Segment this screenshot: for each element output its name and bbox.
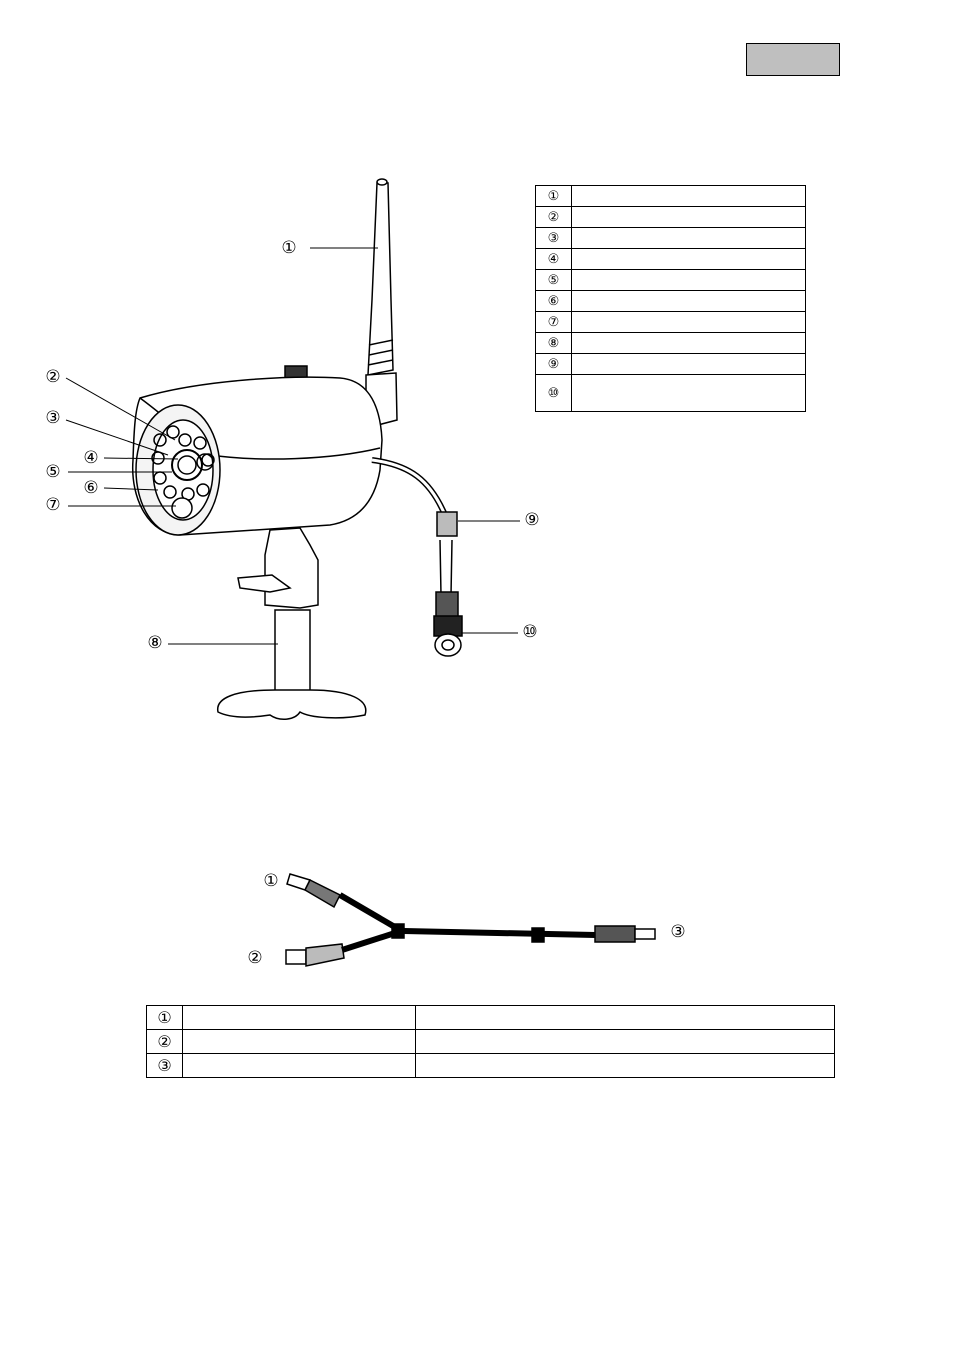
row-number: ⑨ bbox=[535, 353, 572, 375]
callout-9: ⑨ bbox=[524, 510, 540, 530]
callout-7: ⑦ bbox=[45, 495, 61, 515]
row-number: ③ bbox=[146, 1053, 183, 1078]
cable-callout-3: ③ bbox=[670, 922, 686, 942]
row-description bbox=[571, 227, 806, 249]
camera-parts-table: ① ② ③ ④ ⑤ ⑥ ⑦ ⑧ ⑨ ⑩ bbox=[535, 185, 806, 412]
callout-5: ⑤ bbox=[45, 462, 61, 482]
table-row: ③ bbox=[146, 1053, 835, 1078]
av-cable-illustration bbox=[285, 873, 656, 967]
table-row: ① bbox=[146, 1005, 835, 1030]
row-col1 bbox=[182, 1029, 416, 1054]
callout-10: ⑩ bbox=[522, 622, 538, 642]
callout-6: ⑥ bbox=[83, 478, 99, 498]
table-row: ④ bbox=[535, 248, 806, 270]
table-row: ⑤ bbox=[535, 269, 806, 291]
row-col2 bbox=[415, 1053, 835, 1078]
row-description bbox=[571, 185, 806, 207]
table-row: ⑨ bbox=[535, 353, 806, 375]
cable-parts-table: ① ② ③ bbox=[146, 1005, 835, 1078]
table-row: ① bbox=[535, 185, 806, 207]
row-number: ② bbox=[535, 206, 572, 228]
row-number: ① bbox=[535, 185, 572, 207]
row-description bbox=[571, 311, 806, 333]
row-description bbox=[571, 374, 806, 412]
callout-3: ③ bbox=[45, 408, 61, 428]
cable-callout-2: ② bbox=[247, 948, 263, 968]
callout-2: ② bbox=[45, 367, 61, 387]
table-row: ⑦ bbox=[535, 311, 806, 333]
row-number: ③ bbox=[535, 227, 572, 249]
row-col1 bbox=[182, 1005, 416, 1030]
row-number: ⑩ bbox=[535, 374, 572, 412]
row-description bbox=[571, 332, 806, 354]
callout-8: ⑧ bbox=[147, 633, 163, 653]
row-col2 bbox=[415, 1005, 835, 1030]
row-number: ④ bbox=[535, 248, 572, 270]
cable-callout-1: ① bbox=[263, 871, 279, 891]
row-number: ① bbox=[146, 1005, 183, 1030]
lens bbox=[171, 449, 203, 481]
row-number: ⑤ bbox=[535, 269, 572, 291]
row-description bbox=[571, 290, 806, 312]
antenna-shape bbox=[367, 182, 394, 376]
table-row: ⑧ bbox=[535, 332, 806, 354]
row-description bbox=[571, 269, 806, 291]
mount-base bbox=[217, 689, 367, 720]
callout-4: ④ bbox=[83, 448, 99, 468]
row-number: ② bbox=[146, 1029, 183, 1054]
row-number: ⑦ bbox=[535, 311, 572, 333]
table-row: ③ bbox=[535, 227, 806, 249]
language-box bbox=[746, 43, 840, 76]
row-col1 bbox=[182, 1053, 416, 1078]
row-description bbox=[571, 353, 806, 375]
table-row: ⑩ bbox=[535, 374, 806, 412]
table-row: ⑥ bbox=[535, 290, 806, 312]
row-number: ⑧ bbox=[535, 332, 572, 354]
row-description bbox=[571, 248, 806, 270]
callout-1: ① bbox=[281, 238, 297, 258]
table-row: ② bbox=[535, 206, 806, 228]
table-row: ② bbox=[146, 1029, 835, 1054]
row-description bbox=[571, 206, 806, 228]
row-number: ⑥ bbox=[535, 290, 572, 312]
power-cable bbox=[371, 457, 448, 517]
row-col2 bbox=[415, 1029, 835, 1054]
mount bbox=[264, 527, 319, 609]
